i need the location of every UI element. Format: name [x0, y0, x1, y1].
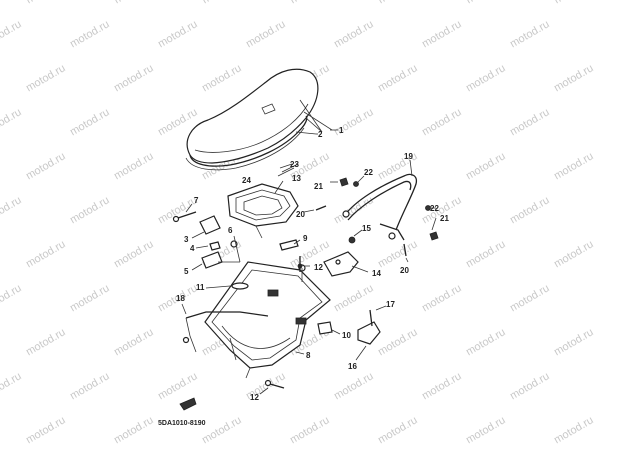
grab-rail — [315, 173, 439, 257]
callout-12b: 12 — [250, 393, 259, 402]
callout-10: 10 — [342, 331, 351, 340]
callout-23: 23 — [290, 160, 299, 169]
callout-6: 6 — [228, 226, 233, 235]
callout-16: 16 — [348, 362, 357, 371]
callout-14: 14 — [372, 269, 381, 278]
callout-22b: 22 — [430, 204, 439, 213]
callout-22a: 22 — [364, 168, 373, 177]
leader-lines — [181, 129, 437, 395]
callout-24: 24 — [242, 176, 251, 185]
callout-11: 11 — [196, 283, 205, 292]
callout-1: 1 — [339, 126, 344, 135]
callout-15: 15 — [362, 224, 371, 233]
small-parts — [172, 211, 381, 411]
callout-20a: 20 — [296, 210, 305, 219]
callout-labels: 1 2 3 4 5 6 7 8 9 10 11 12 12 13 14 15 1… — [158, 126, 449, 427]
catalog-code: 5DA1010-8190 — [158, 420, 206, 427]
callout-18: 18 — [176, 294, 185, 303]
callout-4: 4 — [190, 244, 195, 253]
callout-19: 19 — [404, 152, 413, 161]
callout-21a: 21 — [314, 182, 323, 191]
callout-12a: 12 — [314, 263, 323, 272]
callout-7: 7 — [194, 196, 199, 205]
callout-5: 5 — [184, 267, 189, 276]
callout-21b: 21 — [440, 214, 449, 223]
callout-8: 8 — [306, 351, 311, 360]
storage-box — [204, 261, 331, 379]
callout-9: 9 — [303, 234, 308, 243]
callout-2: 2 — [318, 130, 323, 139]
callout-13: 13 — [292, 174, 301, 183]
storage-tray — [227, 163, 299, 239]
callout-17: 17 — [386, 300, 395, 309]
seat — [185, 68, 333, 171]
callout-20b: 20 — [400, 266, 409, 275]
callout-3: 3 — [184, 235, 189, 244]
